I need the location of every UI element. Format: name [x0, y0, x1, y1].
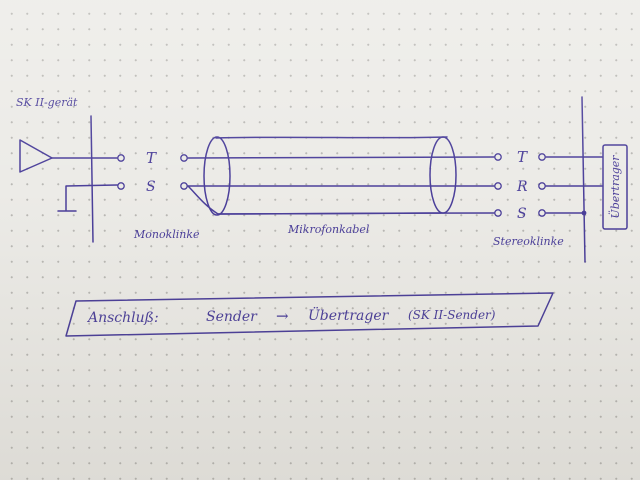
stereo-terminal-t-left	[494, 153, 502, 161]
mono-pin-t-label: T	[146, 149, 157, 167]
wire-t	[187, 156, 495, 159]
mono-terminal-t-right	[180, 154, 188, 162]
device-label: SK II-gerät	[16, 96, 78, 109]
caption-box	[65, 292, 554, 337]
caption-arrow: →	[276, 307, 289, 325]
caption-receiver: Übertrager	[308, 306, 390, 324]
receiver-box	[602, 144, 628, 230]
receiver-panel-line	[581, 96, 586, 263]
receiver-label: Übertrager	[608, 155, 622, 219]
stereo-terminal-r-left	[494, 182, 502, 190]
mono-pin-s-label: S	[146, 179, 156, 195]
cable-end-left	[203, 136, 231, 216]
sender-triangle-icon	[19, 139, 53, 173]
stereo-pin-r-label: R	[516, 179, 528, 195]
ground-wire	[65, 184, 118, 211]
caption-note: (SK II-Sender)	[408, 308, 496, 322]
stereo-terminal-s-left	[494, 209, 502, 217]
cable-shield-top	[215, 136, 448, 139]
device-panel-line	[90, 115, 94, 243]
wire-shield-sleeve	[187, 185, 495, 215]
mono-jack-label: Monoklinke	[133, 228, 200, 241]
stereo-pin-s-label: S	[517, 206, 527, 222]
mono-terminal-s-right	[180, 182, 188, 190]
cable-label: Mikrofonkabel	[287, 223, 370, 236]
stereo-terminal-t-right	[538, 153, 546, 161]
mono-terminal-s-left	[117, 182, 125, 190]
stereo-jack-label: Stereoklinke	[493, 235, 564, 248]
stereo-terminal-r-right	[538, 182, 546, 190]
receiver-s-junction	[581, 210, 587, 216]
cable-end-right	[429, 136, 457, 214]
caption-prefix: Anschluß:	[86, 310, 159, 326]
stereo-pin-t-label: T	[517, 148, 528, 166]
caption-sender: Sender	[206, 309, 258, 325]
stereo-terminal-s-right	[538, 209, 546, 217]
mono-terminal-t-left	[117, 154, 125, 162]
